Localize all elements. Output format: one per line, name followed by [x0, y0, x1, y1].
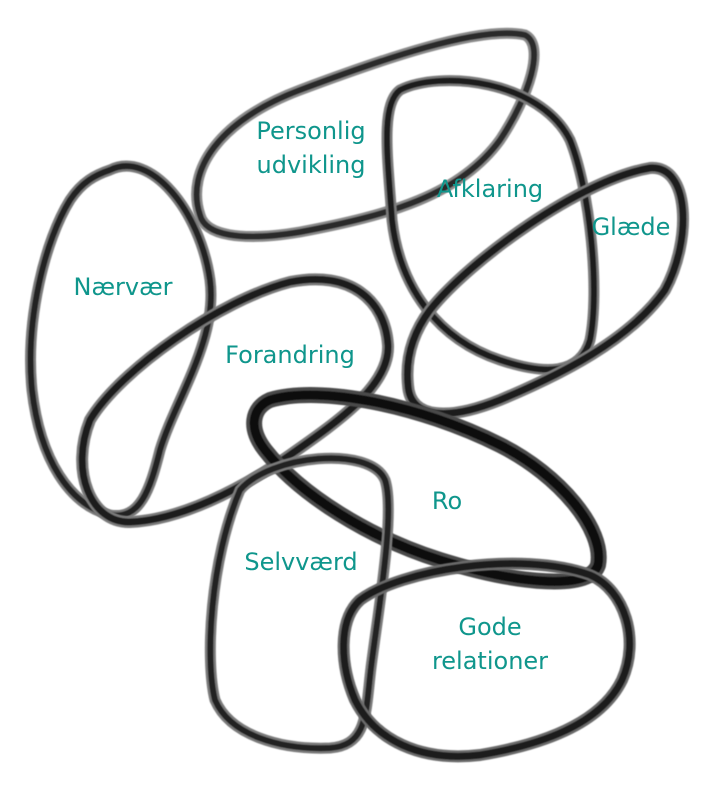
- band-glaede: [401, 162, 690, 420]
- label-forandring: Forandring: [225, 341, 355, 369]
- label-naervaer: Nærvær: [73, 273, 173, 301]
- label-personlig-udvikling-line1: Personlig: [256, 117, 366, 145]
- label-gode-relationer: Gode relationer: [432, 610, 548, 678]
- band-naervaer: [25, 160, 217, 522]
- band-ro: [246, 387, 607, 590]
- band-gode-relationer: [337, 557, 636, 763]
- label-afklaring: Afklaring: [436, 175, 544, 203]
- label-selvvaerd: Selvværd: [244, 548, 358, 576]
- label-personlig-udvikling: Personlig udvikling: [256, 114, 365, 182]
- label-glaede: Glæde: [591, 213, 671, 241]
- label-personlig-udvikling-line2: udvikling: [256, 151, 366, 179]
- label-gode-relationer-line1: Gode: [458, 613, 522, 641]
- band-personlig-udvikling: [191, 27, 540, 242]
- label-ro: Ro: [431, 487, 463, 515]
- label-gode-relationer-line2: relationer: [431, 647, 549, 675]
